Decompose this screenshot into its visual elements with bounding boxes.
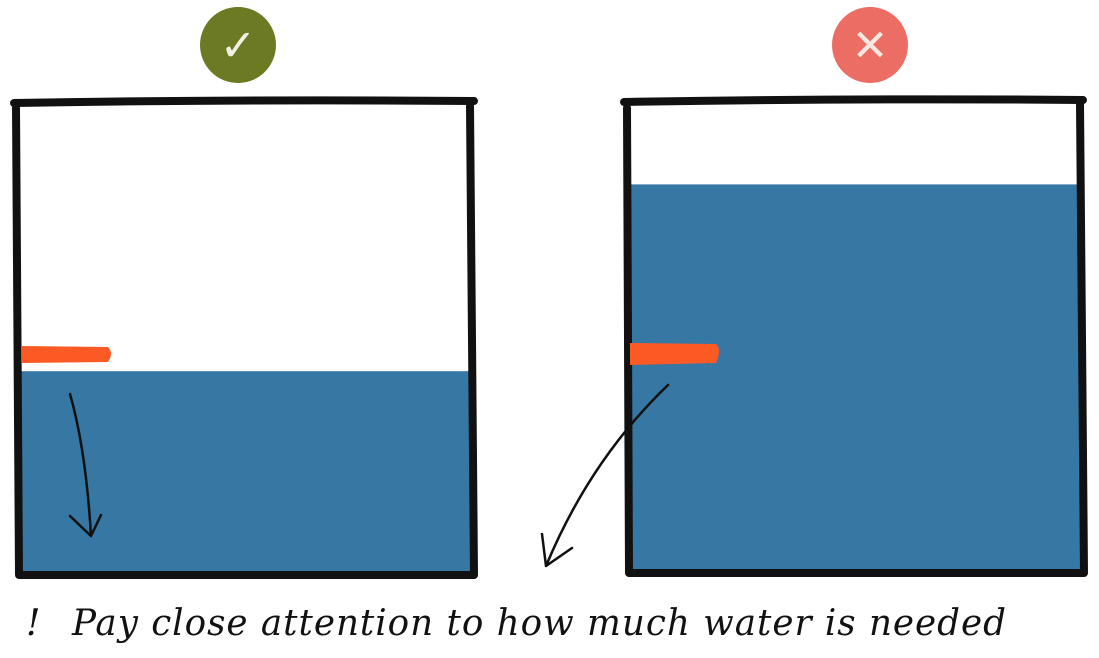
incorrect-badge	[832, 7, 908, 83]
downward-arrow-icon	[68, 392, 103, 538]
fill-line-marker	[630, 343, 719, 365]
exclamation-mark: !	[26, 603, 41, 644]
caption: ! Pay close attention to how much water …	[26, 603, 1007, 644]
water-fill	[629, 184, 1081, 572]
container-rim	[10, 96, 478, 107]
container-rim	[620, 95, 1087, 106]
fill-line-marker	[22, 346, 111, 363]
water-fill	[19, 371, 471, 572]
correct-badge	[200, 7, 276, 83]
caption-text: Pay close attention to how much water is…	[71, 603, 1007, 644]
checkmark-icon: ✓	[220, 21, 257, 72]
container-outline	[12, 102, 478, 579]
panel-correct: ✓	[10, 7, 478, 579]
panel-incorrect: ✕	[540, 7, 1088, 577]
cross-icon: ✕	[852, 21, 889, 72]
container-outline	[623, 100, 1088, 577]
downward-arrow-icon	[540, 383, 670, 568]
